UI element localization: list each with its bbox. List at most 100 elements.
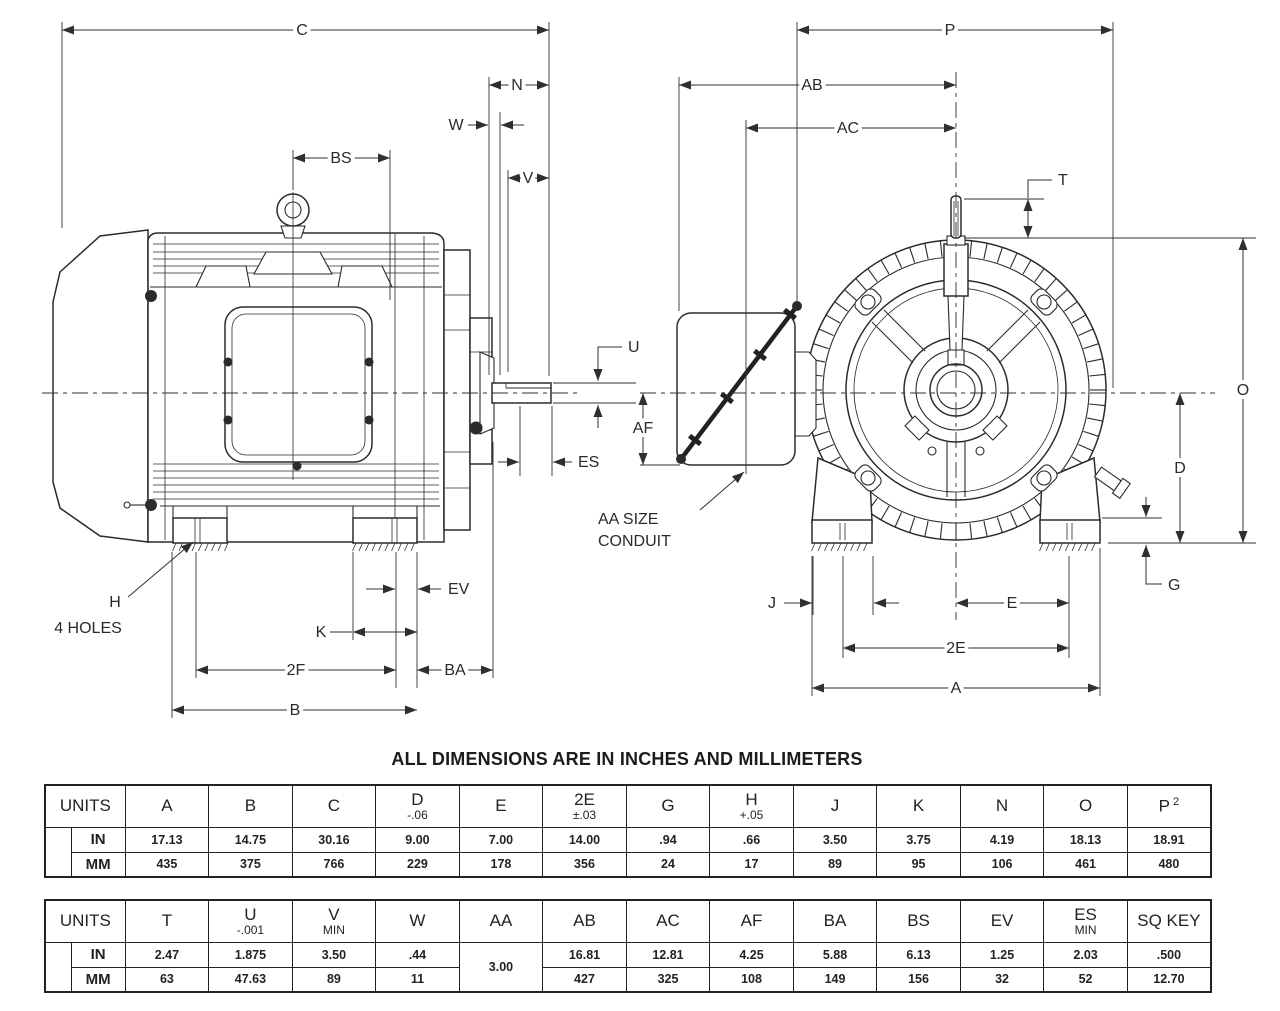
foot-hatching (172, 542, 1096, 552)
dim-BA: BA (417, 442, 494, 683)
dim-K: K (312, 552, 417, 645)
value-cell: .44 (375, 941, 460, 968)
unit-label-cell: IN (70, 826, 126, 853)
value-cell: 156 (876, 966, 961, 993)
value-cell: 30.16 (291, 826, 377, 853)
dim-label-W: W (448, 117, 464, 134)
value-cell: 63 (124, 966, 210, 993)
value-cell: 3.00 (458, 941, 544, 993)
dim-label-T: T (1058, 172, 1068, 189)
drain-plug (1093, 466, 1131, 500)
dim-label-H: H (109, 594, 121, 611)
callout-AA-conduit: AA SIZE CONDUIT (594, 471, 745, 554)
column-header-cell: AC (625, 899, 711, 943)
dim-label-EV: EV (448, 581, 470, 598)
front-view (640, 72, 1215, 620)
column-header-cell: D-.06 (375, 784, 460, 828)
value-cell: 52 (1043, 966, 1128, 993)
dim-T: T (964, 168, 1072, 238)
value-cell: 2.47 (124, 941, 210, 968)
value-cell: 766 (291, 851, 377, 878)
column-header-cell: 2E±.03 (542, 784, 627, 828)
column-header-cell: U-.001 (208, 899, 293, 943)
motor-body (147, 232, 445, 543)
mounting-feet-front (811, 456, 1101, 544)
dim-label-B: B (290, 702, 301, 719)
spacer-cell (44, 941, 72, 993)
dim-label-conduit: CONDUIT (598, 533, 671, 550)
value-cell: 5.88 (792, 941, 878, 968)
column-header-cell: AB (542, 899, 627, 943)
value-cell: .66 (709, 826, 794, 853)
value-cell: 89 (291, 966, 377, 993)
column-header-cell: P 2 (1126, 784, 1212, 828)
value-cell: 106 (959, 851, 1045, 878)
conduit-strap (679, 304, 799, 461)
value-cell: 32 (959, 966, 1045, 993)
dim-label-O: O (1237, 382, 1249, 399)
dim-D: D (1170, 393, 1190, 543)
column-header-cell: E (458, 784, 544, 828)
value-cell: 3.50 (291, 941, 377, 968)
unit-label-cell: IN (70, 941, 126, 968)
dimensions-front-view: P AB AC T O D (594, 18, 1256, 701)
value-cell: 17 (709, 851, 794, 878)
dim-AB: AB (678, 73, 956, 311)
column-header-cell: N (959, 784, 1045, 828)
dim-label-C: C (296, 22, 308, 39)
dim-label-2F: 2F (287, 662, 306, 679)
value-cell: 18.91 (1126, 826, 1212, 853)
dim-U: U (553, 335, 644, 428)
dim-label-A: A (951, 680, 962, 697)
value-cell: 12.81 (625, 941, 711, 968)
hub-and-shaft (903, 337, 1009, 456)
value-cell: 12.70 (1126, 966, 1212, 993)
dim-E: E (956, 556, 1070, 658)
dim-C: C (61, 18, 550, 376)
column-header-cell: BA (792, 899, 878, 943)
value-cell: 149 (792, 966, 878, 993)
value-cell: 47.63 (208, 966, 293, 993)
value-cell: 7.00 (458, 826, 544, 853)
dim-label-E: E (1007, 595, 1018, 612)
column-header-cell: SQ KEY (1126, 899, 1212, 943)
column-header-cell: H+.05 (709, 784, 794, 828)
motor-drawing: C N W BS V (42, 18, 1256, 723)
column-header-cell: C (291, 784, 377, 828)
bearing-housing (443, 249, 495, 531)
dim-O: O (964, 237, 1256, 544)
callout-H-4-holes: H 4 HOLES (50, 541, 194, 641)
value-cell: 95 (876, 851, 961, 878)
value-cell: 1.25 (959, 941, 1045, 968)
column-header-cell: EV (959, 899, 1045, 943)
value-cell: 17.13 (124, 826, 210, 853)
dim-label-ES: ES (578, 454, 599, 471)
dim-B: B (171, 552, 417, 723)
column-header-cell: O (1043, 784, 1128, 828)
dim-label-U: U (628, 339, 640, 356)
dim-N: N (488, 73, 549, 375)
dim-2F: 2F (195, 552, 396, 683)
mounting-feet-side (172, 506, 418, 544)
fan-cover (52, 229, 149, 543)
column-header-cell: AA (458, 899, 544, 943)
value-cell: 356 (542, 851, 627, 878)
dim-AC: AC (745, 116, 956, 474)
dim-label-BS: BS (330, 150, 351, 167)
value-cell: 229 (375, 851, 460, 878)
dim-P: P (796, 18, 1114, 388)
value-cell: 3.75 (876, 826, 961, 853)
dim-BS: BS (292, 146, 391, 300)
value-cell: 16.81 (542, 941, 627, 968)
dim-label-AF: AF (633, 420, 654, 437)
dim-label-AC: AC (837, 120, 859, 137)
units-header-cell: UNITS (44, 899, 126, 943)
value-cell: 480 (1126, 851, 1212, 878)
dim-EV: EV (366, 552, 474, 688)
